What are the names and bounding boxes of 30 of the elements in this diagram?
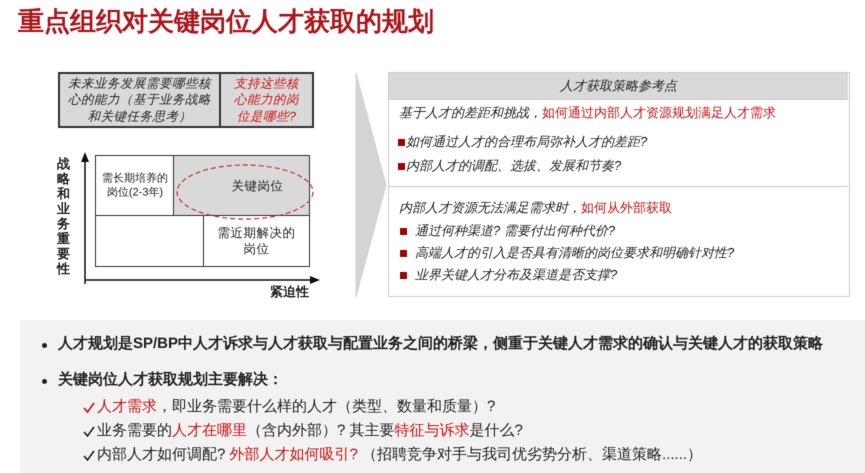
bullet-text: 内部人才如何调配? 外部人才如何吸引? （招聘竞争对手与我司优劣势分析、渠道策略......）	[97, 446, 702, 464]
table-cell	[58, 72, 221, 128]
axis-label: 紧迫性	[270, 284, 309, 300]
axis-label: 战略和业务重要性	[57, 156, 71, 276]
cell-text: 需长期培养的岗位(2-3年)	[101, 172, 169, 200]
cell-text: 支持这些核心能力的岗位是哪些?	[234, 76, 300, 124]
table-cell	[219, 72, 314, 128]
chevron-arrow	[356, 72, 387, 298]
question-text: 如何通过人才的合理布局弥补人才的差距?	[406, 134, 648, 150]
title: 重点组织对关键岗位人才获取的规划	[18, 6, 434, 38]
matrix-cell	[95, 215, 205, 267]
question-text: 通过何种渠道? 需要付出何种代价?	[415, 223, 616, 239]
section-lead: 内部人才资源无法满足需求时，如何从外部获取	[399, 200, 672, 216]
cell-text: 需近期解决的岗位	[216, 224, 296, 258]
cell-text: 未来业务发展需要哪些核心的能力（基于业务战略和关键任务思考）	[67, 76, 213, 124]
question-text: 内部人才的调配、选拔、发展和节奏?	[406, 158, 622, 174]
bullet-text: 人才规划是SP/BP中人才诉求与人才获取与配置业务之间的桥梁，侧重于关键人才需求的确认与关键人才的获取策略	[58, 335, 824, 353]
matrix-cell	[203, 215, 310, 267]
question-text: 业界关键人才分布及渠道是否支撑?	[415, 267, 618, 283]
cell-text: 关键岗位	[230, 178, 285, 194]
strategy-panel	[388, 72, 850, 297]
question-text: 高端人才的引入是否具有清晰的岗位要求和明确针对性?	[415, 245, 734, 261]
bullet-text: 业务需要的人才在哪里（含内外部）? 其主要特征与诉求是什么?	[97, 422, 523, 440]
matrix-cell	[95, 155, 175, 217]
panel-header: 人才获取策略参考点	[389, 73, 848, 99]
bullet-text: 人才需求，即业务需要什么样的人才（类型、数量和质量）?	[97, 398, 496, 416]
matrix-cell	[173, 155, 310, 217]
section-lead: 基于人才的差距和挑战，如何通过内部人才资源规划满足人才需求	[399, 105, 776, 121]
summary-panel	[20, 320, 865, 473]
bullet-text: 关键岗位人才获取规划主要解决：	[58, 371, 283, 389]
